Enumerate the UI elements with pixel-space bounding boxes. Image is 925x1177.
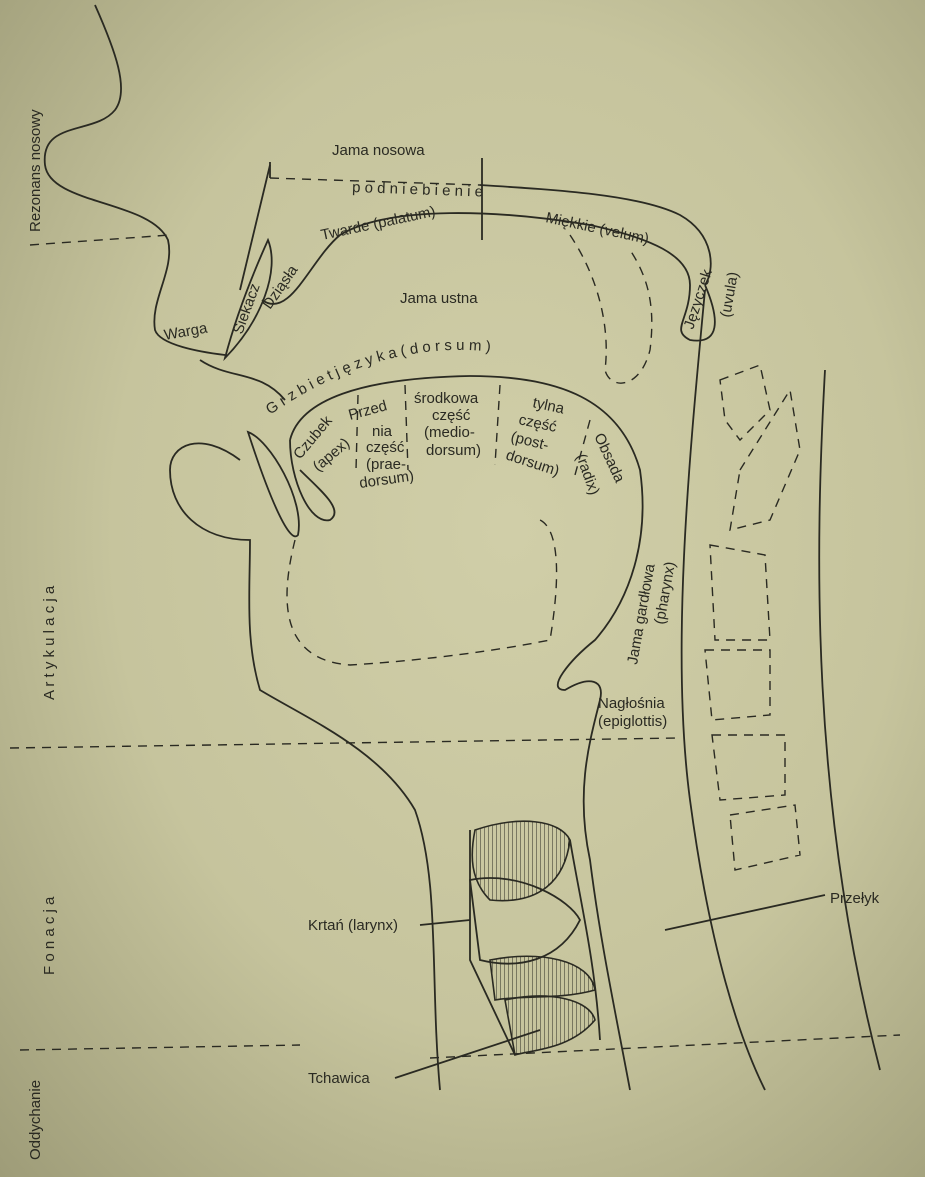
pharynx-wall [680,289,766,1091]
section-breathing: Oddychanie [27,1080,44,1160]
esophagus-line [664,894,826,931]
label-prae-4: (prae- [366,456,406,473]
larynx-outline [469,830,601,1056]
label-epiglottis-1: Nagłośnia [598,695,665,712]
label-larynx: Krtań (larynx) [308,917,398,934]
label-post-4: dorsum) [504,447,562,480]
label-epiglottis-2: (epiglottis) [598,713,667,730]
label-palate: p o d n i e b i e n i e [352,179,483,201]
tongue-section-dividers [355,384,591,476]
larynx-cartilage [471,820,571,902]
section-phonation: F o n a c j a [41,896,58,975]
spine-front [818,369,881,1071]
palate-upper [269,162,712,286]
lower-lip [199,359,286,401]
lower-incisor [246,430,300,538]
tongue-tip [289,439,336,522]
tongue [289,375,644,1091]
label-medio-2: część [432,407,471,424]
label-post-1: tylna [531,394,566,417]
incisor [223,237,273,362]
palate-upper-dashed [269,177,481,186]
larynx-cricoid [489,955,596,1001]
label-radix-2: (radix) [572,452,603,498]
face-line [239,164,271,291]
label-medio-3: (medio- [424,424,475,441]
label-gums: Dziąsła [259,262,302,313]
label-soft-palate: Miękkie (velum) [544,209,650,247]
label-nasal-cavity: Jama nosowa [332,142,425,159]
label-medio-1: środkowa [414,390,479,407]
label-oral-cavity: Jama ustna [400,290,478,307]
vertebrae [704,364,801,871]
label-prae-3: część [366,439,405,456]
label-esophagus: Przełyk [830,890,880,907]
label-medio-4: dorsum) [426,442,481,459]
label-uvula-2: (uvula) [717,271,742,319]
label-hard-palate: Twarde (palatum) [319,203,437,244]
chin [169,442,441,1091]
velum-dashed [569,234,653,384]
label-prae-2: nia [372,423,393,440]
label-prae-1: Przed [347,397,389,424]
trachea-rings [504,995,596,1057]
pointers [394,919,541,1079]
tongue-lower-dashed [286,519,558,666]
label-lip: Warga [163,320,210,344]
divider-nasal [29,234,171,246]
face-profile [44,4,226,356]
divider-breathing [19,1034,901,1059]
label-trachea: Tchawica [308,1070,370,1087]
section-articulation: A r t y k u l a c j a [41,585,58,700]
section-nasal: Rezonans nosowy [27,109,44,232]
palate-lower [261,212,716,342]
